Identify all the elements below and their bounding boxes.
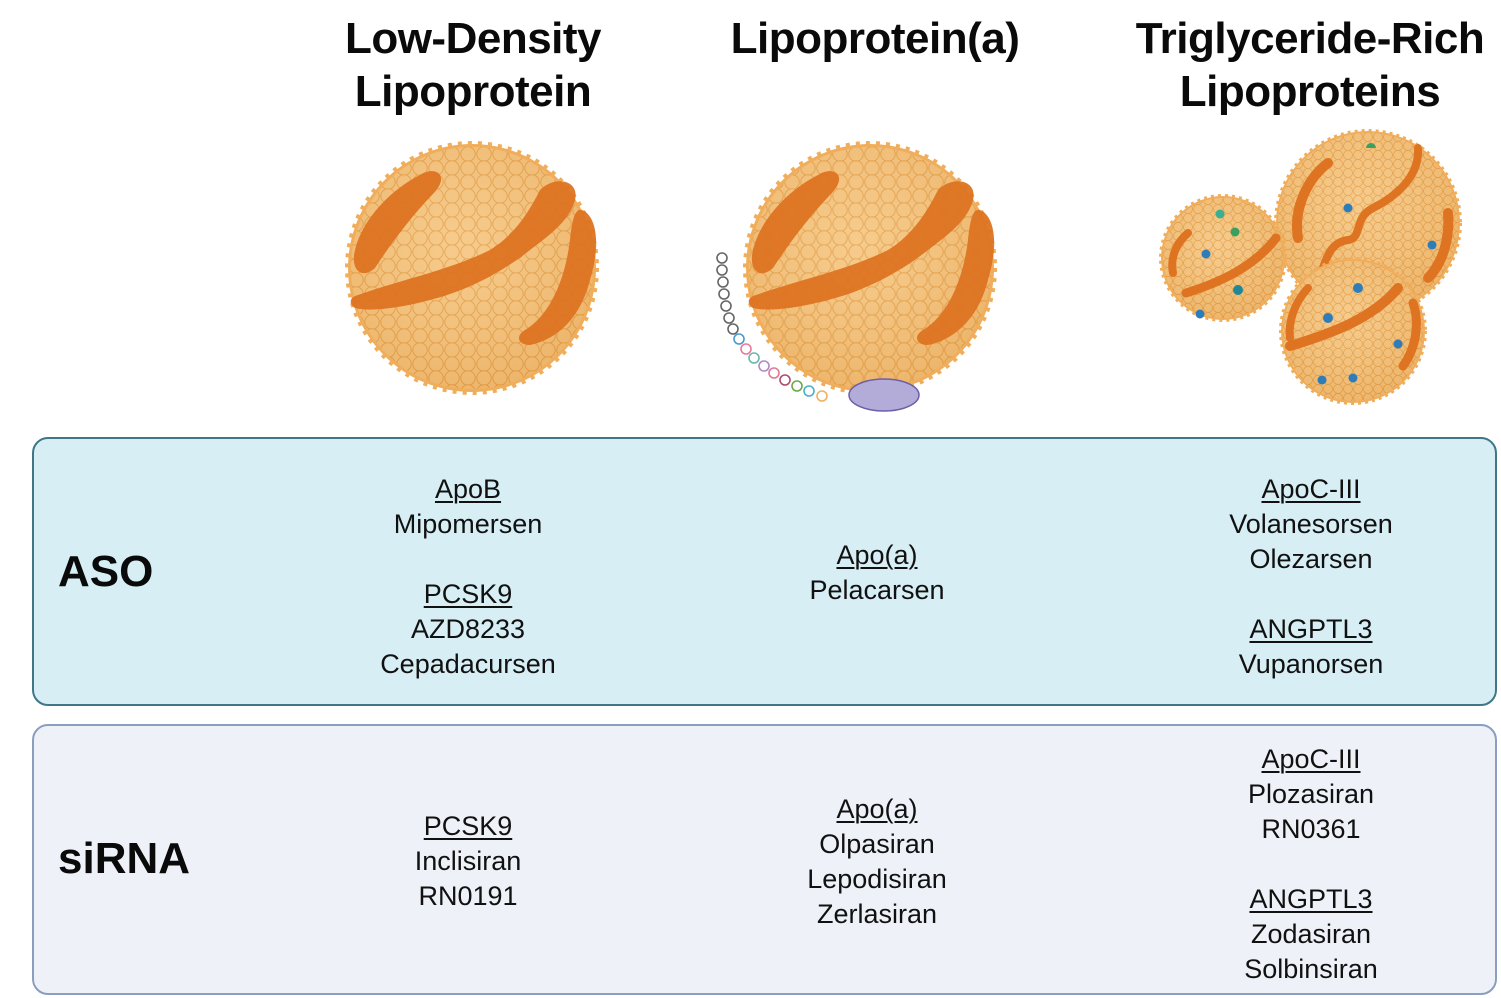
column-title-lpa: Lipoprotein(a) xyxy=(700,12,1050,65)
column-title-trl: Triglyceride-Rich Lipoproteins xyxy=(1120,12,1500,118)
target-name: PCSK9 xyxy=(423,811,513,841)
drug-name: Mipomersen xyxy=(393,509,543,539)
row-label-aso: ASO xyxy=(58,547,154,596)
drug-name: Pelacarsen xyxy=(809,575,945,605)
aso-panel: ASO ApoB Mipomersen PCSK9 AZD8233 Cepada… xyxy=(32,437,1497,706)
trl-particles-illustration xyxy=(1159,129,1462,405)
target-name: ApoC-III xyxy=(1261,744,1361,774)
drug-name: Volanesorsen xyxy=(1229,509,1393,539)
drug-name: RN0361 xyxy=(1261,814,1361,844)
title-line: Lipoproteins xyxy=(1179,67,1441,116)
target-name: ANGPTL3 xyxy=(1249,614,1373,644)
lpa-particle-illustration xyxy=(716,141,997,412)
target-name: PCSK9 xyxy=(423,579,513,609)
apo-a-ellipse xyxy=(848,378,920,412)
drug-name: Zodasiran xyxy=(1250,919,1372,949)
column-title-ldl: Low-Density Lipoprotein xyxy=(322,12,624,118)
target-name: Apo(a) xyxy=(836,794,918,824)
drug-name: Zerlasiran xyxy=(816,899,938,929)
ldl-particle-illustration xyxy=(345,141,599,395)
title-line: Lipoprotein xyxy=(354,67,592,116)
target-name: ApoC-III xyxy=(1261,474,1361,504)
drug-name: Olpasiran xyxy=(819,829,935,859)
title-line: Lipoprotein(a) xyxy=(730,14,1020,63)
drug-name: Vupanorsen xyxy=(1238,649,1384,679)
aso-ldl-cell: ApoB Mipomersen PCSK9 AZD8233 Cepadacurs… xyxy=(318,472,618,682)
apob-protein-band xyxy=(350,171,597,345)
row-label-sirna: siRNA xyxy=(58,834,191,883)
sirna-ldl-cell: PCSK9 Inclisiran RN0191 xyxy=(318,809,618,914)
title-line: Triglyceride-Rich xyxy=(1135,14,1485,63)
trl-particle-front xyxy=(1279,257,1427,405)
drug-name: Plozasiran xyxy=(1247,779,1375,809)
drug-name: Solbinsiran xyxy=(1244,954,1378,984)
sirna-trl-cell: ApoC-III Plozasiran RN0361 ANGPTL3 Zodas… xyxy=(1161,742,1461,987)
trl-particle-left xyxy=(1159,194,1287,322)
drug-name: Lepodisiran xyxy=(807,864,947,894)
sirna-lpa-cell: Apo(a) Olpasiran Lepodisiran Zerlasiran xyxy=(727,792,1027,932)
apo-a-kringle-chain xyxy=(716,252,828,402)
target-name: ApoB xyxy=(434,474,502,504)
drug-name: Inclisiran xyxy=(414,846,522,876)
drug-name: Cepadacursen xyxy=(380,649,556,679)
target-name: Apo(a) xyxy=(836,540,918,570)
apob-protein-band xyxy=(748,171,995,345)
drug-name: RN0191 xyxy=(418,881,518,911)
aso-lpa-cell: Apo(a) Pelacarsen xyxy=(727,538,1027,608)
title-line: Low-Density xyxy=(344,14,602,63)
drug-name: Olezarsen xyxy=(1249,544,1373,574)
drug-name: AZD8233 xyxy=(410,614,526,644)
target-name: ANGPTL3 xyxy=(1249,884,1373,914)
aso-trl-cell: ApoC-III Volanesorsen Olezarsen ANGPTL3 … xyxy=(1161,472,1461,682)
sirna-panel: siRNA PCSK9 Inclisiran RN0191 Apo(a) Olp… xyxy=(32,724,1497,995)
